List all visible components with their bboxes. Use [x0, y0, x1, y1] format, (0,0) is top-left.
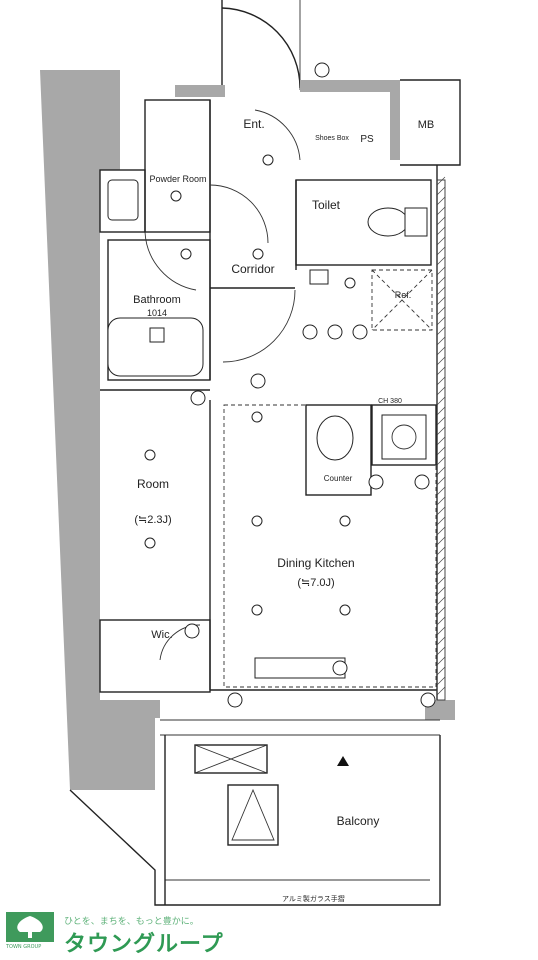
company-logo-mark [6, 912, 54, 942]
label-bathroom-size: 1014 [147, 308, 167, 318]
fixtures [107, 179, 428, 679]
label-dining-kitchen-size: (≒7.0J) [297, 577, 334, 589]
label-powder-room: Powder Room [149, 174, 206, 184]
entrance-door [221, 0, 301, 90]
label-entrance: Ent. [243, 117, 264, 131]
label-shoes-box: Shoes Box [315, 135, 349, 142]
balcony-elements [194, 744, 349, 846]
interior-walls [99, 99, 440, 905]
logo-subtitle: TOWN GROUP [6, 944, 42, 950]
label-counter: Counter [324, 474, 353, 483]
label-corridor: Corridor [231, 262, 274, 276]
label-balcony: Balcony [337, 814, 380, 828]
structural-walls [40, 70, 455, 790]
logo-name: タウングループ [64, 932, 224, 957]
north-arrow-icon [337, 756, 349, 766]
logo-tagline: ひとを、まちを、もっと豊かに。 [64, 917, 199, 927]
label-mb: MB [418, 119, 435, 131]
label-wic: Wic. [151, 629, 172, 641]
ceiling-symbols [144, 62, 436, 708]
label-bathroom: Bathroom [133, 294, 181, 306]
label-ps: PS [360, 134, 374, 145]
label-balcony-note: アルミ製ガラス手摺 [282, 894, 345, 903]
label-dining-kitchen: Dining Kitchen [277, 556, 354, 570]
label-ceiling-height: CH 380 [378, 398, 402, 405]
interior-doors [144, 109, 301, 661]
label-room-size: (≒2.3J) [134, 514, 171, 526]
label-toilet: Toilet [312, 198, 341, 212]
hatched-wall [436, 176, 446, 701]
room-labels: Ent. Shoes Box PS MB Powder Room Toilet … [133, 117, 434, 903]
label-refrigerator: Ref. [395, 290, 412, 300]
label-room: Room [137, 477, 169, 491]
